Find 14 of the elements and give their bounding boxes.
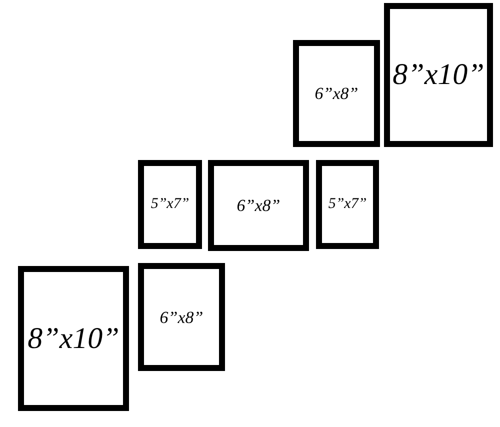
picture-frame xyxy=(293,40,380,147)
frame-size-label: 6”x8” xyxy=(236,197,280,214)
picture-frame xyxy=(316,160,379,249)
frame-size-label: 6”x8” xyxy=(314,85,358,102)
picture-frame xyxy=(138,263,225,371)
frame-size-label: 6”x8” xyxy=(160,308,204,326)
frame-size-label: 8”x10” xyxy=(392,60,484,90)
frame-size-label: 8”x10” xyxy=(28,324,120,354)
picture-frame xyxy=(138,160,202,249)
frame-size-label: 5”x7” xyxy=(150,197,190,212)
frame-size-label: 5”x7” xyxy=(328,197,367,212)
picture-frame xyxy=(18,266,129,411)
picture-frame xyxy=(208,160,309,251)
picture-frame xyxy=(384,3,493,147)
